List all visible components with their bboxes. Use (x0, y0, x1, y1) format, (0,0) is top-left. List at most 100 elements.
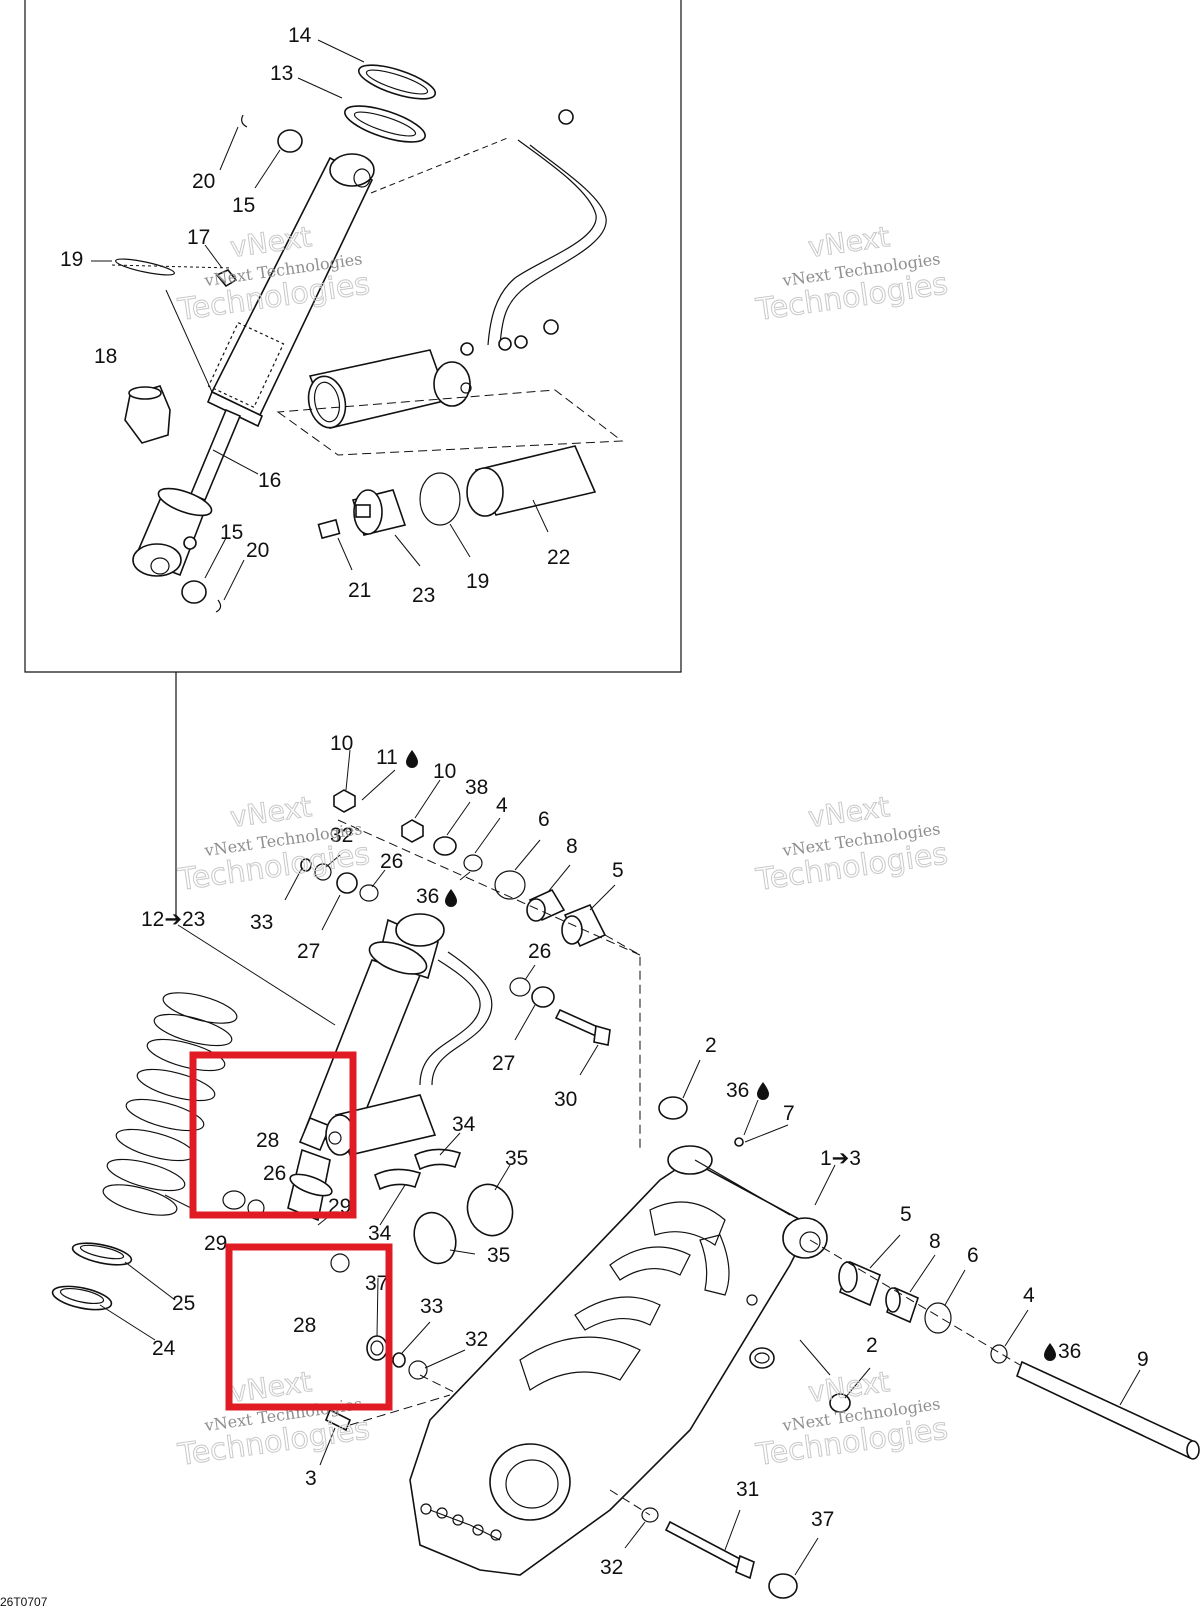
callout-32-b: 32 (465, 1328, 488, 1351)
callout-10-b: 10 (433, 760, 456, 783)
callout-15-top: 15 (232, 194, 255, 217)
oil-drop-icon (757, 1082, 769, 1100)
part-2-plug-a (658, 1096, 688, 1120)
part-20-clip-bottom (215, 599, 222, 613)
part-27-bushing-a (336, 872, 358, 894)
callout-6-b: 6 (967, 1244, 979, 1267)
callout-37-b: 37 (811, 1508, 834, 1531)
part-25-seat (71, 1242, 133, 1266)
part-14-ring (357, 64, 437, 100)
part-35-clamp-a (466, 1183, 514, 1237)
callout-3: 3 (305, 1467, 317, 1490)
part-34-shim-b (374, 1168, 422, 1191)
part-18-bump-stop (124, 385, 171, 444)
callout-9: 9 (1137, 1348, 1149, 1371)
part-32-ring-a (314, 863, 332, 881)
callout-10-a: 10 (330, 732, 353, 755)
part-30-bolt (554, 1008, 611, 1046)
callout-26-b: 26 (528, 940, 551, 963)
oil-drop-icon (406, 750, 418, 768)
part-4-oring-b (990, 1344, 1008, 1364)
part-32-ring-c (641, 1507, 659, 1523)
callout-12-23: 12➔23 (141, 908, 205, 931)
part-33-washer-a (300, 858, 312, 872)
callout-8-a: 8 (566, 835, 578, 858)
callout-38: 38 (465, 776, 488, 799)
callout-6-a: 6 (538, 808, 550, 831)
oil-drop-icon (445, 889, 457, 907)
callout-32-c: 32 (600, 1556, 623, 1579)
part-32-ring-b (408, 1360, 428, 1380)
part-37-plug-a (366, 1335, 388, 1361)
callout-19-a: 19 (60, 248, 83, 271)
shock-spring (102, 992, 238, 1216)
part-3-bolt (324, 1408, 352, 1432)
callout-16: 16 (258, 469, 281, 492)
part-5-bushing-a (561, 903, 607, 948)
callout-35-b: 35 (487, 1244, 510, 1267)
part-22-sleeve (466, 445, 597, 517)
shock-absorber-inset: 14 13 20 15 17 19 18 16 15 20 21 23 19 2… (24, 0, 682, 920)
part-37-plug-b (768, 1573, 798, 1599)
callout-24: 24 (152, 1337, 176, 1360)
part-23-cap (351, 489, 407, 536)
callout-31: 31 (736, 1478, 759, 1501)
callout-30: 30 (554, 1088, 577, 1111)
part-28-ring-a (222, 1190, 246, 1210)
callout-36-b: 36 (726, 1079, 749, 1102)
oil-drop-icon (1044, 1343, 1056, 1361)
part-26-ring-b (509, 977, 531, 997)
part-34-shim-a (414, 1148, 462, 1171)
part-27-bushing-b (531, 986, 555, 1008)
callout-29: 29 (204, 1232, 227, 1255)
callout-33-a: 33 (250, 911, 273, 934)
callout-34-b: 34 (368, 1222, 392, 1245)
callout-5-b: 5 (900, 1203, 912, 1226)
part-10-nut-a (333, 789, 356, 813)
part-21-valve-core (317, 518, 341, 540)
part-15-bushing-top (277, 129, 303, 153)
callout-4-b: 4 (1023, 1284, 1035, 1307)
callout-7: 7 (783, 1102, 795, 1125)
callout-25: 25 (172, 1292, 195, 1315)
part-26-ring-a (359, 884, 379, 902)
callout-15-bottom: 15 (220, 521, 243, 544)
callout-13: 13 (270, 62, 293, 85)
part-2-plug-b (749, 1347, 775, 1369)
callout-36-c: 36 (1058, 1340, 1081, 1363)
part-13-ring (344, 105, 426, 143)
part-35-clamp-b (413, 1211, 457, 1265)
callout-22: 22 (547, 546, 570, 569)
callout-17: 17 (187, 226, 210, 249)
callout-21: 21 (348, 579, 371, 602)
part-33-washer-b (392, 1352, 406, 1368)
callout-2-a: 2 (705, 1034, 717, 1057)
callout-34-a: 34 (452, 1113, 476, 1136)
part-9-shaft (1016, 1360, 1200, 1460)
callout-1-3: 1➔3 (820, 1147, 861, 1170)
part-5-bushing-b (838, 1260, 881, 1307)
callout-20-bottom: 20 (246, 539, 269, 562)
swing-arm-assembly: 10 11 10 38 4 6 8 5 32 26 33 27 36 12➔23… (51, 732, 1200, 1599)
callout-19-b: 19 (466, 570, 489, 593)
part-19-oring-b (419, 472, 461, 526)
part-20-clip-top (241, 114, 248, 128)
callout-37-a: 37 (365, 1272, 388, 1295)
callout-28-a: 28 (256, 1129, 279, 1152)
callout-8-b: 8 (929, 1230, 941, 1253)
part-38-washer (433, 836, 457, 856)
shock-absorber (287, 913, 445, 1222)
callout-23: 23 (412, 584, 435, 607)
callout-5-a: 5 (612, 859, 624, 882)
callout-27-a: 27 (297, 940, 320, 963)
reservoir-inset (307, 349, 472, 429)
part-2-plug-c (829, 1393, 851, 1413)
part-17-valve (215, 269, 238, 288)
reservoir (325, 1094, 437, 1156)
part-8-bearing-a (526, 888, 566, 922)
callout-27-b: 27 (492, 1052, 515, 1075)
part-15-bushing-bottom (181, 580, 207, 604)
part-19-oring (115, 258, 175, 276)
part-6-seal-a (494, 870, 526, 900)
